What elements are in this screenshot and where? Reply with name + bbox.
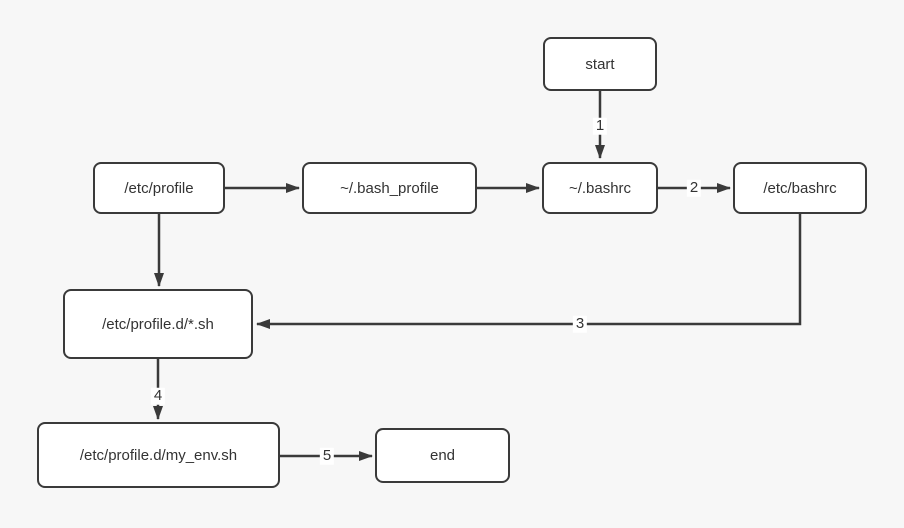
node-etc-profile[interactable]: /etc/profile	[93, 162, 225, 214]
edge-label-2: 2	[686, 179, 702, 197]
node-etc-profile-label: /etc/profile	[124, 179, 194, 197]
edge-label-4: 4	[150, 387, 166, 405]
node-profile-d[interactable]: /etc/profile.d/*.sh	[63, 289, 253, 359]
node-bashrc-label: ~/.bashrc	[568, 179, 632, 197]
node-etc-bashrc[interactable]: /etc/bashrc	[733, 162, 867, 214]
node-bashrc[interactable]: ~/.bashrc	[542, 162, 658, 214]
edge-label-5: 5	[319, 447, 335, 465]
edge-etc-bashrc-to-profile-d	[256, 214, 802, 329]
edge-label-3: 3	[572, 315, 588, 333]
node-start-label: start	[585, 55, 615, 73]
node-etc-bashrc-label: /etc/bashrc	[763, 179, 837, 197]
node-my-env[interactable]: /etc/profile.d/my_env.sh	[37, 422, 280, 488]
node-bash-profile-label: ~/.bash_profile	[340, 179, 439, 197]
node-end[interactable]: end	[375, 428, 510, 483]
node-my-env-label: /etc/profile.d/my_env.sh	[79, 446, 238, 464]
node-bash-profile[interactable]: ~/.bash_profile	[302, 162, 477, 214]
node-profile-d-label: /etc/profile.d/*.sh	[102, 315, 214, 333]
node-end-label: end	[429, 447, 456, 464]
edge-label-1: 1	[592, 117, 608, 135]
node-start[interactable]: start	[543, 37, 657, 91]
